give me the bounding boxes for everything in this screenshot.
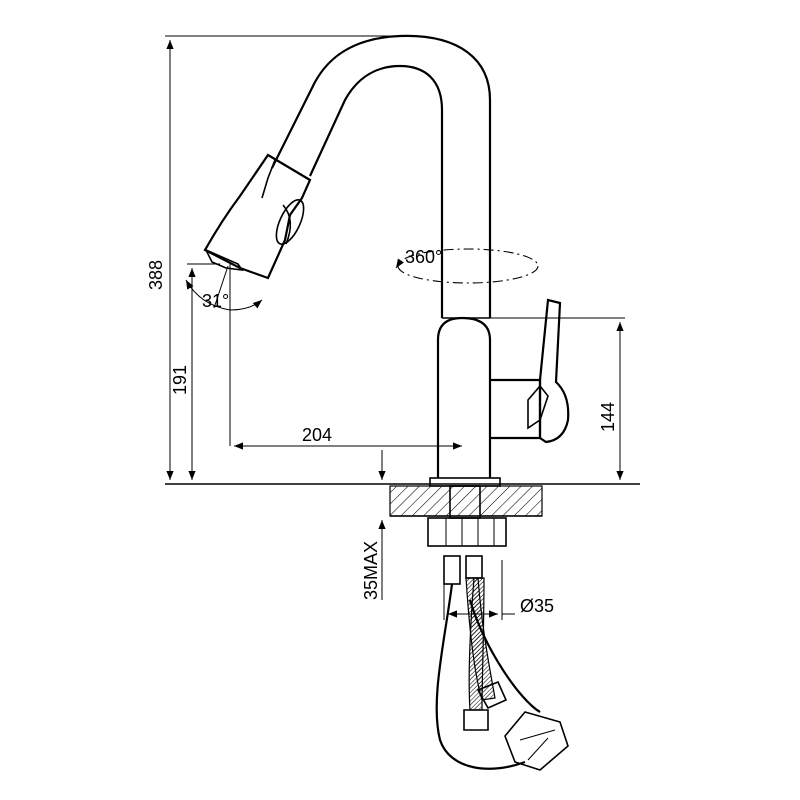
spray-angle-label: 31° bbox=[202, 291, 229, 311]
counter-thickness-label: 35MAX bbox=[361, 541, 381, 600]
spout-height-label: 191 bbox=[170, 365, 190, 395]
pull-out-spray-head bbox=[203, 153, 312, 280]
dimension-total-height: 388 bbox=[146, 35, 400, 480]
lever-handle bbox=[527, 298, 570, 444]
countertop bbox=[165, 483, 640, 517]
dimension-counter-thickness: 35MAX bbox=[361, 450, 386, 600]
swivel-label: 360° bbox=[405, 247, 442, 267]
dimension-swivel: 360° bbox=[395, 247, 539, 284]
dimension-handle-height: 144 bbox=[490, 317, 625, 480]
mounting-hardware bbox=[427, 485, 507, 585]
faucet-body bbox=[429, 316, 542, 487]
dimension-spout-reach: 204 bbox=[234, 425, 462, 450]
spout bbox=[271, 34, 492, 319]
dimension-spray-angle: 31° bbox=[185, 264, 263, 446]
total-height-label: 388 bbox=[146, 260, 166, 290]
hole-diameter-label: Ø35 bbox=[520, 596, 554, 616]
handle-height-label: 144 bbox=[598, 402, 618, 432]
dimension-hole-diameter: Ø35 bbox=[443, 560, 554, 620]
spout-reach-label: 204 bbox=[302, 425, 332, 445]
